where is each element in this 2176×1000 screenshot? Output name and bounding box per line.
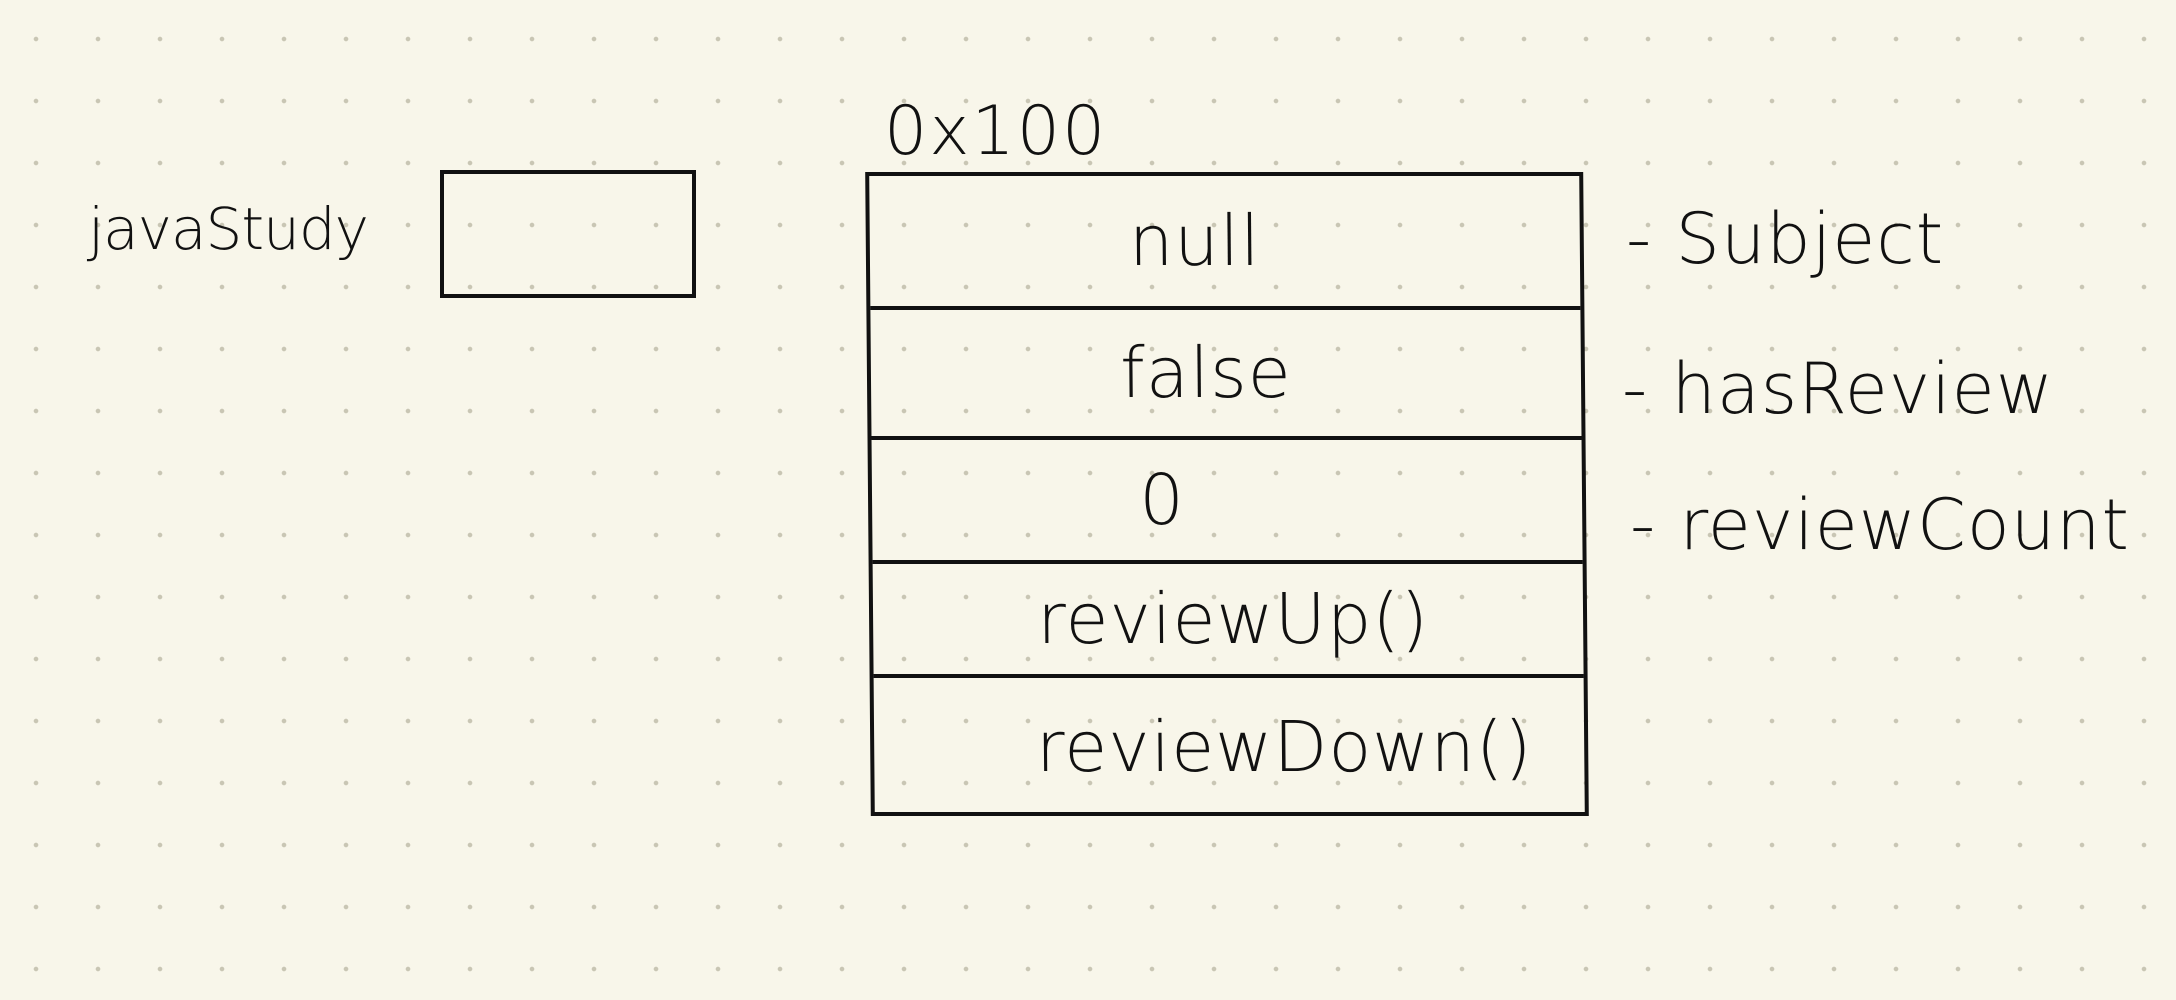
row-value: reviewDown() — [1035, 706, 1533, 788]
object-address: 0x100 — [884, 92, 1108, 171]
field-label-subject: - Subject — [1626, 198, 1945, 280]
row-value: false — [1119, 332, 1293, 414]
object-row-review-count: 0 — [871, 440, 1583, 564]
field-label-has-review: - hasReview — [1622, 348, 2054, 430]
object-row-review-up: reviewUp() — [872, 564, 1584, 678]
row-value: reviewUp() — [1036, 578, 1430, 660]
row-value: null — [1128, 200, 1261, 282]
object-row-review-down: reviewDown() — [874, 678, 1585, 816]
object-row-has-review: false — [870, 310, 1582, 440]
variable-name: javaStudy — [88, 195, 369, 263]
heap-object: null false 0 reviewUp() reviewDown() — [865, 172, 1589, 816]
object-row-subject: null — [869, 176, 1581, 310]
row-value: 0 — [1138, 459, 1186, 541]
variable-reference-box — [440, 170, 696, 298]
field-label-review-count: - reviewCount — [1630, 484, 2130, 566]
